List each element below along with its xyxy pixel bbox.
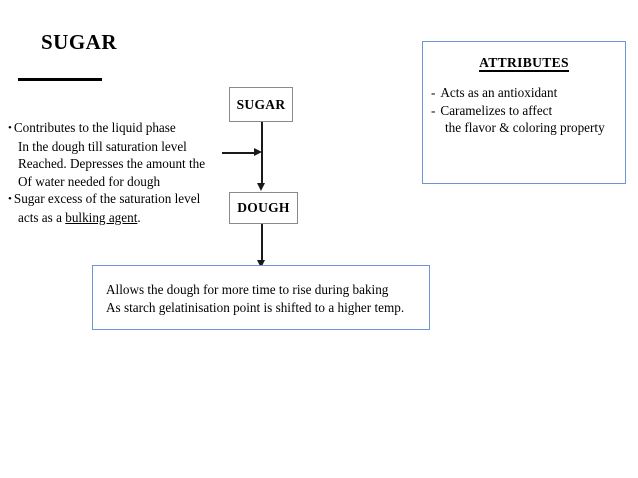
attributes-heading-text: ATTRIBUTES <box>479 55 569 72</box>
list-item: -Acts as an antioxidant <box>431 84 621 102</box>
dash-icon: - <box>431 85 436 100</box>
arrowhead-right-icon <box>254 148 262 156</box>
list-item: •Contributes to the liquid phase In the … <box>8 119 248 190</box>
arrowhead-down-icon <box>257 260 265 268</box>
attributes-panel: ATTRIBUTES -Acts as an antioxidant -Cara… <box>422 41 626 184</box>
arrowhead-down-icon <box>257 183 265 191</box>
attribute-text-1: Acts as an antioxidant <box>440 85 558 100</box>
left-notes-block: •Contributes to the liquid phase In the … <box>8 119 248 226</box>
note-text-2-before: Sugar excess of the saturation level act… <box>13 191 201 225</box>
attribute-text-2: Caramelizes to affect the flavor & color… <box>440 102 605 136</box>
attributes-list: -Acts as an antioxidant -Caramelizes to … <box>431 84 621 137</box>
note-text-2-emphasis: bulking agent <box>65 209 138 225</box>
connector-dough-to-outcome <box>261 224 263 262</box>
flow-node-sugar-label: SUGAR <box>236 96 286 112</box>
bullet-icon: • <box>8 193 12 205</box>
flow-node-sugar: SUGAR <box>229 87 293 122</box>
connector-notes-to-flow <box>222 152 256 154</box>
flow-node-dough: DOUGH <box>229 192 298 224</box>
outcome-panel-text: Allows the dough for more time to rise d… <box>106 282 405 315</box>
list-item: •Sugar excess of the saturation level ac… <box>8 190 248 226</box>
bullet-icon: • <box>8 122 12 134</box>
list-item: -Caramelizes to affect the flavor & colo… <box>431 102 621 137</box>
page-title-text: SUGAR <box>41 30 123 55</box>
attributes-heading: ATTRIBUTES <box>423 55 625 72</box>
flow-node-dough-label: DOUGH <box>237 200 290 215</box>
outcome-panel: Allows the dough for more time to rise d… <box>92 265 430 330</box>
note-text-1: Contributes to the liquid phase In the d… <box>13 120 206 189</box>
note-text-2-after: . <box>137 209 141 225</box>
title-underline <box>18 78 102 82</box>
dash-icon: - <box>431 102 436 118</box>
page-title: SUGAR <box>18 8 123 127</box>
